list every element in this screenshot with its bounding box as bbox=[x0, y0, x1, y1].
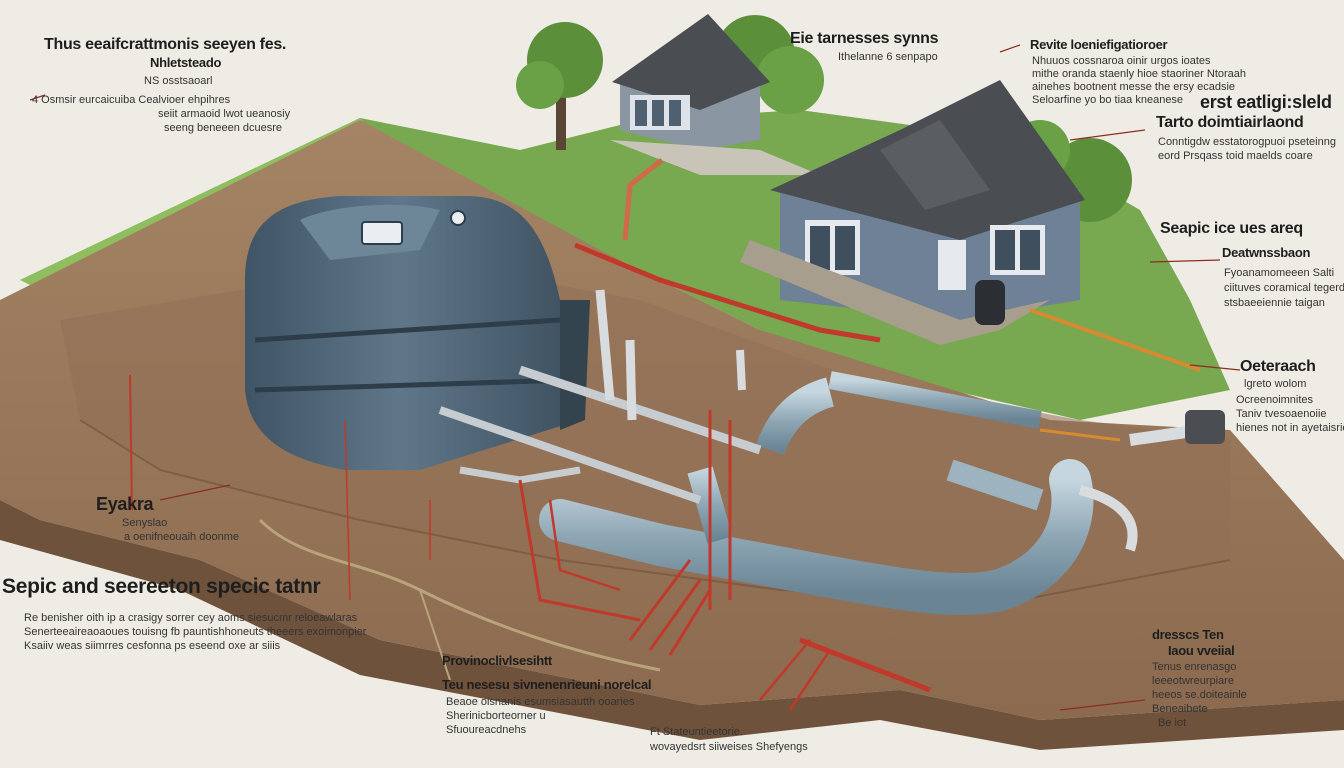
right-2-line-2: Taniv tvesoaenoiie bbox=[1236, 408, 1327, 420]
bottom-right-line-2: leeeotwreurpiare bbox=[1152, 675, 1234, 687]
bottom-center-line-1: Beaoe oisnanis esumsiasautth ooaries bbox=[446, 696, 635, 708]
bottom-right-title: dresscs Ten bbox=[1152, 627, 1224, 642]
left-1-title: Eyakra bbox=[96, 494, 154, 514]
top-right-line-3: ainehes bootnent messe the ersy ecadsie bbox=[1032, 81, 1236, 93]
top-center-subtitle: Ithelanne 6 senpapo bbox=[838, 51, 938, 63]
top-left-subtitle: Nhletsteado bbox=[150, 55, 222, 70]
top-right-title: Revite loeniefigatioroer bbox=[1030, 37, 1168, 52]
left-2-line-1: Re benisher oith ip a crasigy sorrer cey… bbox=[24, 612, 358, 624]
bottom-right-subtitle: Iaou vveiial bbox=[1168, 643, 1235, 658]
top-left-subtitle-2: NS osstsaoarl bbox=[144, 75, 213, 87]
right-1-line-3: stsbaeeiennie taigan bbox=[1224, 297, 1325, 309]
main-house-icon bbox=[740, 80, 1085, 345]
bottom-right-line-4: Beneaibete bbox=[1152, 703, 1208, 715]
bottom-right-line-5: Be iot bbox=[1158, 717, 1187, 729]
bottom-center-title: Provinoclivlsesihtt bbox=[442, 653, 552, 668]
right-2-subtitle: lgreto wolom bbox=[1244, 378, 1307, 390]
tank-icon bbox=[245, 196, 590, 470]
right-2-line-3: hienes not in ayetaisrie bbox=[1236, 422, 1344, 434]
right-2-title: Oeteraach bbox=[1240, 358, 1316, 375]
top-left-note-2: seiit armaoid lwot ueanosiy bbox=[158, 108, 291, 120]
left-1-line-1: Senyslao bbox=[122, 517, 168, 529]
bottom-center-2-line-2: wovayedsrt siiweises Shefyengs bbox=[650, 741, 808, 753]
bottom-center-line-3: Sfuoureacdnehs bbox=[446, 724, 527, 736]
right-1-line-1: Fyoanamomeeen Salti bbox=[1224, 267, 1335, 279]
bottom-center-2-line-1: Ft Stateuntieetorie. bbox=[650, 726, 743, 738]
right-1-line-2: ciituves coramical tegerd bbox=[1224, 282, 1344, 294]
leader-lines bbox=[29, 44, 1241, 711]
top-left-title: Thus eeaifcrattmonis seeyen fes. bbox=[44, 36, 287, 53]
right-2-line-1: Ocreenoimnites bbox=[1236, 394, 1314, 406]
right-1-title: Seapic ice ues areq bbox=[1160, 220, 1303, 237]
top-left-note-3: seeng beneeen dcuesre bbox=[164, 122, 283, 134]
top-right-line-1: Nhuuos cossnaroa oinir urgos ioates bbox=[1032, 55, 1211, 67]
top-right-line-6: eord Prsqass toid maelds coare bbox=[1158, 150, 1313, 162]
top-left-note-1: 4 Osmsir eurcaicuiba Cealvioer ehpihres bbox=[32, 94, 231, 106]
distribution-box-icon bbox=[1185, 410, 1225, 444]
house-icon bbox=[610, 14, 820, 175]
bottom-center-line-2: Sherinicborteorner u bbox=[446, 710, 546, 722]
bottom-right-line-3: heeos se.doiteainle bbox=[1152, 689, 1247, 701]
top-right-line-5: Conntigdw esstatorogpuoi pseteinng bbox=[1158, 136, 1336, 148]
left-2-title: Sepic and seereeton specic tatnr bbox=[2, 575, 321, 598]
bottom-right-line-1: Tenus enrenasgo bbox=[1152, 661, 1237, 673]
top-right-big-2: Tarto doimtiairlaond bbox=[1156, 114, 1304, 131]
pipe-icon bbox=[438, 289, 1225, 616]
bottom-center-subtitle: Teu nesesu sivnenenrieuni norelcal bbox=[442, 677, 652, 692]
top-right-line-4: Seloarfine yo bo tiaa kneanese bbox=[1032, 94, 1184, 106]
top-right-big-1: erst eatligi:sleld bbox=[1200, 92, 1332, 112]
right-1-subtitle: Deatwnssbaon bbox=[1222, 245, 1311, 260]
top-right-line-2: mithe oranda staenly hioe staoriner Ntor… bbox=[1032, 68, 1247, 80]
top-center-title: Eie tarnesses synns bbox=[790, 30, 939, 47]
left-2-line-2: Senerteeaireaoaoues touisng fb pauntishh… bbox=[24, 626, 367, 638]
left-2-line-3: Ksaiiv weas siimrres cesfonna ps eseend … bbox=[24, 640, 281, 652]
left-1-line-2: a oenifneouaih doonme bbox=[124, 531, 239, 543]
flow-lines bbox=[129, 158, 1201, 711]
